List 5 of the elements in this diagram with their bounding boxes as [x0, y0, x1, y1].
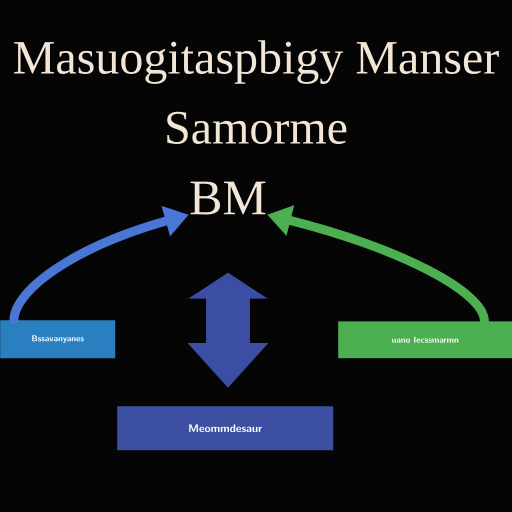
- process-box: uano Iecssmarmn: [338, 321, 512, 358]
- process-box: Meommdesaur: [117, 406, 334, 450]
- text-label: BM: [190, 182, 266, 214]
- process-box: Bssavanyanes: [0, 320, 116, 358]
- title: Masuogitaspbigy Manser Samorme: [14, 40, 499, 144]
